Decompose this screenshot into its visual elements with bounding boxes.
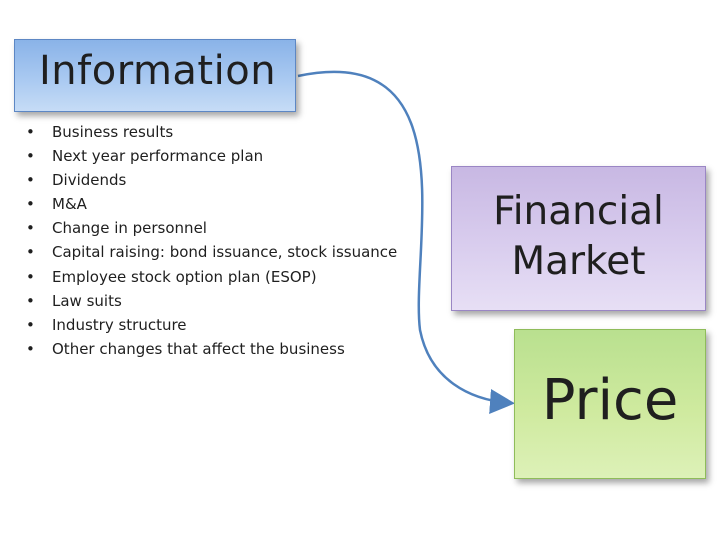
bullet-text: Law suits (52, 291, 122, 310)
bullet-dot-icon: • (26, 267, 35, 286)
bullet-text: Other changes that affect the business (52, 339, 345, 358)
bullet-dot-icon: • (26, 123, 35, 141)
bullet-text: Business results (52, 123, 174, 141)
bullet-text: Next year performance plan (52, 147, 264, 166)
bullet-item: • Law suits (26, 289, 397, 313)
bullet-item: • Change in personnel (26, 216, 397, 240)
bullet-dot-icon: • (26, 195, 35, 214)
bullet-text: Industry structure (52, 315, 187, 334)
financial-market-box: Financial Market (451, 166, 706, 311)
bullet-item: • Business results (26, 120, 397, 144)
financial-market-label: Financial Market (493, 189, 664, 284)
bullet-dot-icon: • (26, 315, 35, 334)
price-box: Price (514, 329, 706, 479)
information-title: Information (39, 48, 277, 94)
bullet-text: Employee stock option plan (ESOP) (52, 267, 317, 286)
bullet-item: • M&A (26, 192, 397, 216)
bullet-dot-icon: • (26, 243, 35, 262)
bullet-text: Change in personnel (52, 219, 207, 238)
bullet-item: • Employee stock option plan (ESOP) (26, 265, 397, 289)
bullet-item: • Dividends (26, 168, 397, 192)
bullet-item: • Industry structure (26, 313, 397, 337)
bullet-text: Dividends (52, 171, 127, 190)
price-label: Price (541, 368, 679, 433)
bullet-text: M&A (52, 195, 87, 214)
information-box: Information (14, 39, 296, 112)
bullet-item: • Next year performance plan (26, 144, 397, 168)
bullet-text: Capital raising: bond issuance, stock is… (52, 243, 398, 262)
bullet-dot-icon: • (26, 147, 35, 166)
bullet-dot-icon: • (26, 219, 35, 238)
information-bullet-list: • Business results • Next year performance … (26, 120, 397, 361)
bullet-dot-icon: • (26, 291, 35, 310)
bullet-dot-icon: • (26, 171, 35, 190)
bullet-item: • Other changes that affect the business (26, 337, 397, 361)
flow-arrow-curve (297, 70, 515, 414)
bullet-item: • Capital raising: bond issuance, stock i… (26, 240, 397, 264)
bullet-dot-icon: • (26, 339, 35, 358)
